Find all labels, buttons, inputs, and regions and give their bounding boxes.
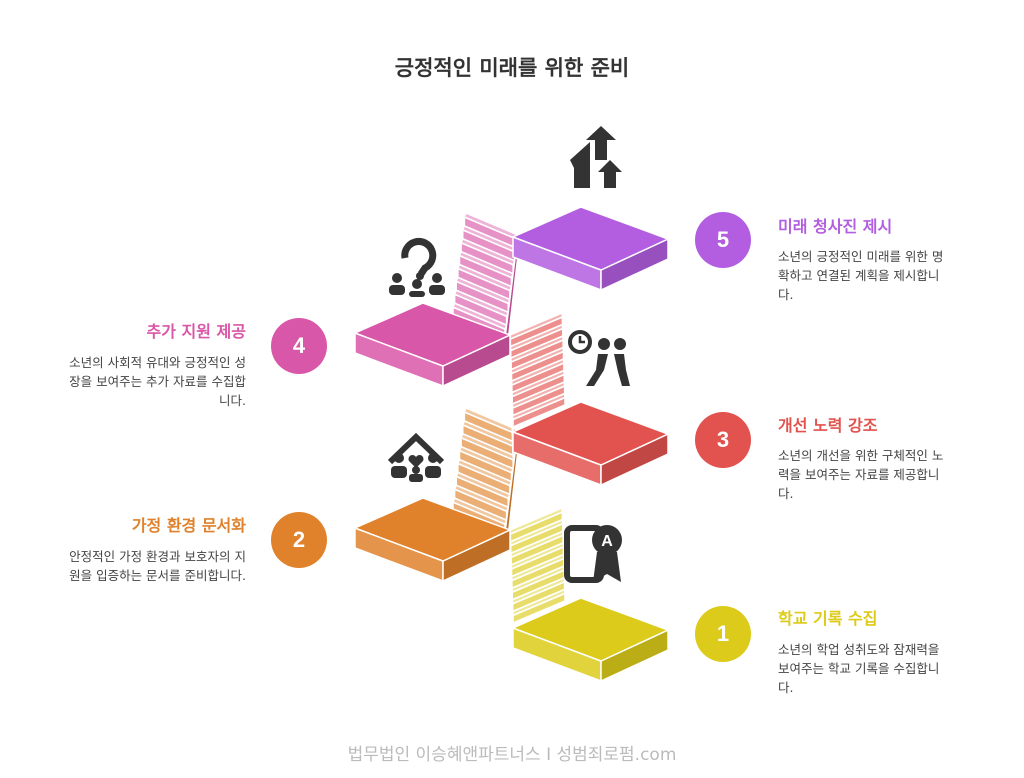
step-5-heading: 미래 청사진 제시 [778, 217, 893, 236]
step-3-heading: 개선 노력 강조 [778, 416, 878, 435]
step-5-description: 소년의 긍정적인 미래를 위한 명확하고 연결된 계획을 제시합니다. [778, 249, 944, 302]
family-home-icon [387, 432, 445, 482]
footer-watermark: 법무법인 이승혜앤파트너스 I 성범죄로펌.com [347, 745, 677, 765]
platform-2-top [354, 497, 511, 562]
platform-4-top [354, 302, 511, 367]
step-4-description: 소년의 사회적 유대와 긍정적인 성장을 보여주는 추가 자료를 수집합니다. [69, 355, 246, 408]
step-3-badge: 3 [695, 412, 751, 468]
home-growth-icon [570, 126, 622, 188]
platform-3-top [512, 401, 669, 466]
step-2-description: 안정적인 가정 환경과 보호자의 지원을 입증하는 문서를 준비합니다. [69, 549, 246, 583]
step-1-badge: 1 [695, 606, 751, 662]
certificate-icon: A [564, 525, 622, 583]
step-2-badge: 2 [271, 512, 327, 568]
step-3-description: 소년의 개선을 위한 구체적인 노력을 보여주는 자료를 제공합니다. [778, 448, 944, 501]
step-5-badge: 5 [695, 212, 751, 268]
page-title: 긍정적인 미래를 위한 준비 [394, 56, 630, 80]
support-group-icon [389, 237, 445, 297]
step-4-heading: 추가 지원 제공 [146, 322, 246, 341]
platform-5-top [512, 206, 669, 271]
step-4-badge: 4 [271, 318, 327, 374]
platform-1-top [512, 597, 669, 662]
step-1-description: 소년의 학업 성취도와 잠재력을 보여주는 학교 기록을 수집합니다. [778, 642, 940, 695]
step-2-heading: 가정 환경 문서화 [131, 516, 246, 535]
step-1-heading: 학교 기록 수집 [778, 609, 878, 628]
svg-text:A: A [601, 533, 613, 550]
effort-people-icon [568, 330, 630, 386]
